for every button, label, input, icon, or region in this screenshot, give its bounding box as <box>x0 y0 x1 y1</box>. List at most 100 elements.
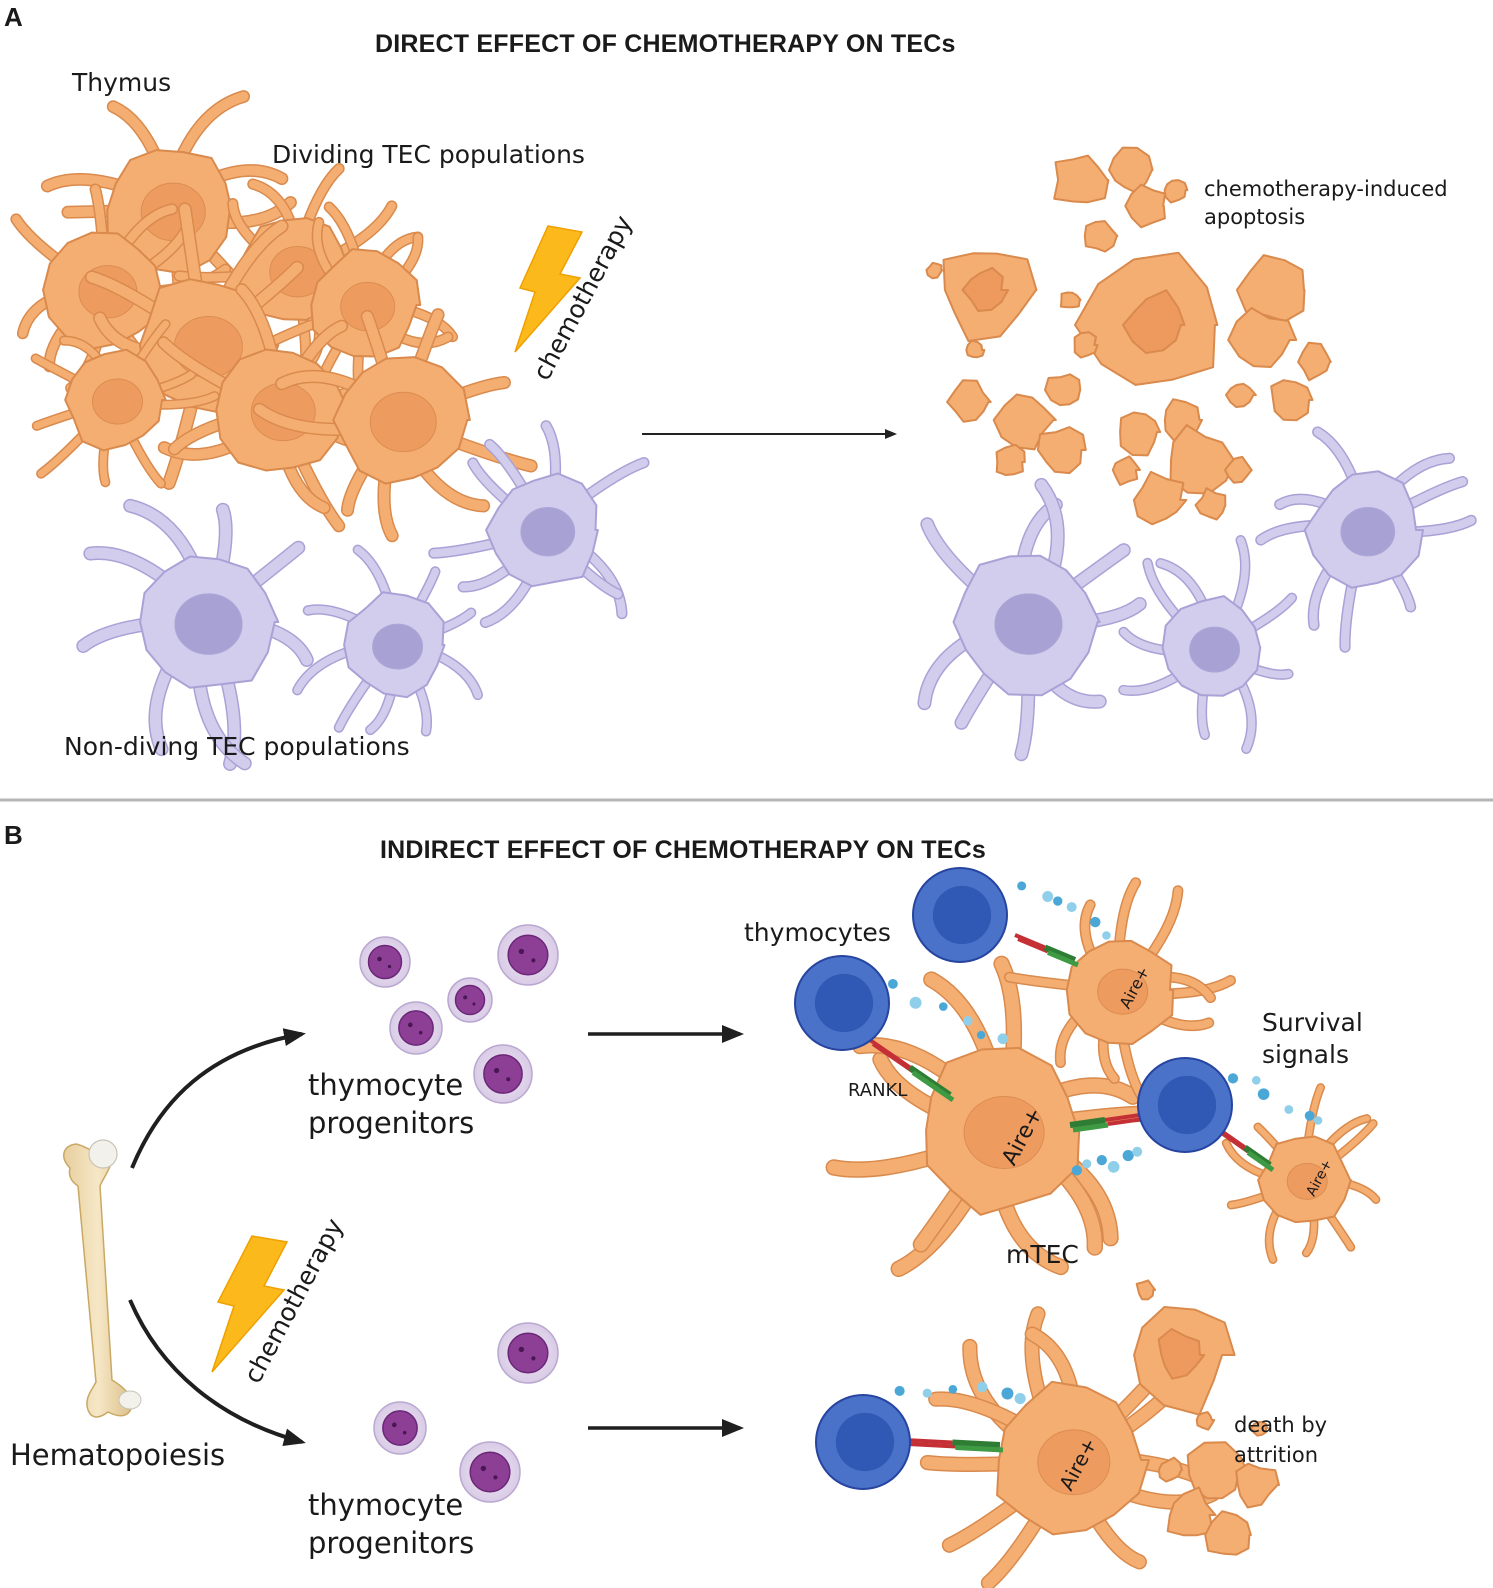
mtec-label: mTEC <box>1006 1240 1079 1269</box>
survival-signal-dot <box>1227 1073 1239 1084</box>
survival-signal-dot <box>948 1384 958 1394</box>
apoptotic-body <box>1053 154 1110 204</box>
death-by-attrition-line2: attrition <box>1234 1443 1319 1467</box>
apoptotic-body <box>1250 1421 1269 1437</box>
survival-signal-dot <box>997 1033 1009 1045</box>
thymocyte-progenitor-cell <box>497 1322 559 1384</box>
thymocyte-group <box>794 867 1233 1490</box>
apoptotic-body <box>1163 179 1189 204</box>
thymocyte-progenitor-cell <box>497 924 559 986</box>
apoptotic-nucleus <box>1157 1328 1206 1380</box>
thymocyte-progenitor-cell <box>373 1401 427 1455</box>
thymocyte-progenitor-cell <box>459 1441 521 1503</box>
thymocyte-cell <box>1137 1057 1233 1153</box>
thymocyte-cell <box>912 867 1008 963</box>
non-dividing-tec-cell <box>917 477 1147 762</box>
thymus-label: Thymus <box>72 68 172 97</box>
apoptotic-body <box>1132 470 1188 526</box>
non-dividing-tec-group-left <box>76 420 650 771</box>
panel-a-title: DIRECT EFFECT OF CHEMOTHERAPY ON TECs <box>375 30 956 58</box>
apoptotic-body <box>1195 1411 1216 1431</box>
survival-signals-line2: signals <box>1262 1040 1349 1069</box>
apoptotic-body <box>1111 455 1141 486</box>
non-dividing-tec-label: Non-diving TEC populations <box>64 732 410 761</box>
apoptotic-body <box>1083 220 1119 253</box>
thymocyte-cell <box>815 1394 911 1490</box>
apoptotic-body <box>1073 331 1099 359</box>
survival-signal-dot <box>1102 931 1111 940</box>
hematopoiesis-arrow-down <box>128 1299 306 1447</box>
apoptotic-nucleus <box>961 266 1010 312</box>
survival-signal-dot <box>1107 1160 1120 1173</box>
mtec-cell-main <box>825 955 1155 1278</box>
thymocyte-progenitor-cell <box>473 1044 533 1104</box>
survival-signal-dot <box>1096 1154 1107 1166</box>
rankl-receptor <box>904 1438 1004 1453</box>
apoptosis-label-line2: apoptosis <box>1204 205 1306 229</box>
survival-signal-dot <box>1304 1110 1315 1121</box>
apoptotic-body <box>1270 379 1314 422</box>
survival-signal-dot <box>1257 1088 1270 1100</box>
rankl-receptor <box>868 1038 955 1103</box>
rankl-receptor <box>1014 933 1079 968</box>
apoptotic-mtec-cluster <box>1133 1279 1280 1556</box>
survival-signal-dot <box>1017 881 1027 891</box>
dividing-tec-cell <box>30 319 220 489</box>
death-by-attrition-line1: death by <box>1234 1413 1328 1437</box>
rankl-receptor <box>1218 1128 1275 1173</box>
non-dividing-tec-group-right <box>917 426 1477 762</box>
survival-signal-dot <box>888 978 898 989</box>
non-dividing-tec-cell <box>292 544 484 737</box>
apoptotic-body <box>946 379 992 423</box>
non-dividing-tec-cell <box>1118 535 1298 754</box>
apoptotic-body <box>1204 1510 1252 1556</box>
apoptotic-body <box>1235 254 1306 323</box>
survival-signal-dot <box>1071 1165 1083 1176</box>
apoptotic-body <box>1235 1462 1280 1509</box>
thymocyte-cell <box>794 955 890 1051</box>
apoptotic-nucleus <box>1122 289 1186 354</box>
survival-signal-dot <box>909 996 922 1009</box>
apoptotic-body <box>1119 411 1162 457</box>
apoptotic-tec-cluster <box>925 146 1332 526</box>
survival-signal-dot <box>1001 1387 1014 1400</box>
survival-signals-line1: Survival <box>1262 1008 1363 1037</box>
survival-signal-dot <box>963 1016 973 1026</box>
apoptotic-body <box>1297 341 1332 382</box>
survival-signal-dot <box>1082 1159 1092 1169</box>
survival-signal-dot <box>1132 1146 1143 1157</box>
dividing-tec-cell <box>252 308 538 543</box>
rankl-label: RANKL <box>848 1080 908 1101</box>
apoptotic-body <box>1135 1279 1157 1301</box>
rankl-receptor <box>1069 1113 1144 1133</box>
survival-signal-dot <box>1014 1392 1026 1405</box>
progenitors-top-line2: progenitors <box>308 1106 475 1140</box>
survival-signal-dot <box>894 1385 905 1396</box>
thymocyte-progenitor-cell <box>359 936 411 988</box>
apoptotic-body <box>1157 1456 1183 1483</box>
apoptotic-body <box>1036 426 1087 475</box>
survival-signal-dot <box>1042 891 1054 902</box>
hematopoiesis-arrow-up <box>130 1028 306 1169</box>
apoptotic-body <box>1194 487 1227 521</box>
mtec-group <box>825 877 1381 1588</box>
non-dividing-tec-cell <box>428 420 650 629</box>
survival-signal-dot <box>1251 1075 1261 1085</box>
lightning-icon-b <box>211 1235 289 1373</box>
thymocyte-progenitor-cell <box>447 977 493 1023</box>
femur-bone-icon <box>63 1139 142 1418</box>
survival-signal-dot <box>977 1381 988 1393</box>
apoptotic-body <box>1225 382 1257 408</box>
survival-signal-dot <box>1284 1105 1294 1114</box>
apoptotic-body <box>1224 455 1253 484</box>
mtec-cell-right <box>1221 1083 1381 1264</box>
hematopoiesis-label: Hematopoiesis <box>10 1438 226 1472</box>
panel-a-letter: A <box>4 2 23 32</box>
apoptotic-body <box>1059 291 1082 309</box>
progenitors-bottom-line1: thymocyte <box>308 1488 464 1522</box>
dividing-tec-cluster <box>10 90 538 543</box>
apoptotic-body <box>925 261 944 280</box>
apoptotic-body <box>1227 307 1298 368</box>
panel-b-title: INDIRECT EFFECT OF CHEMOTHERAPY ON TECs <box>380 836 986 864</box>
